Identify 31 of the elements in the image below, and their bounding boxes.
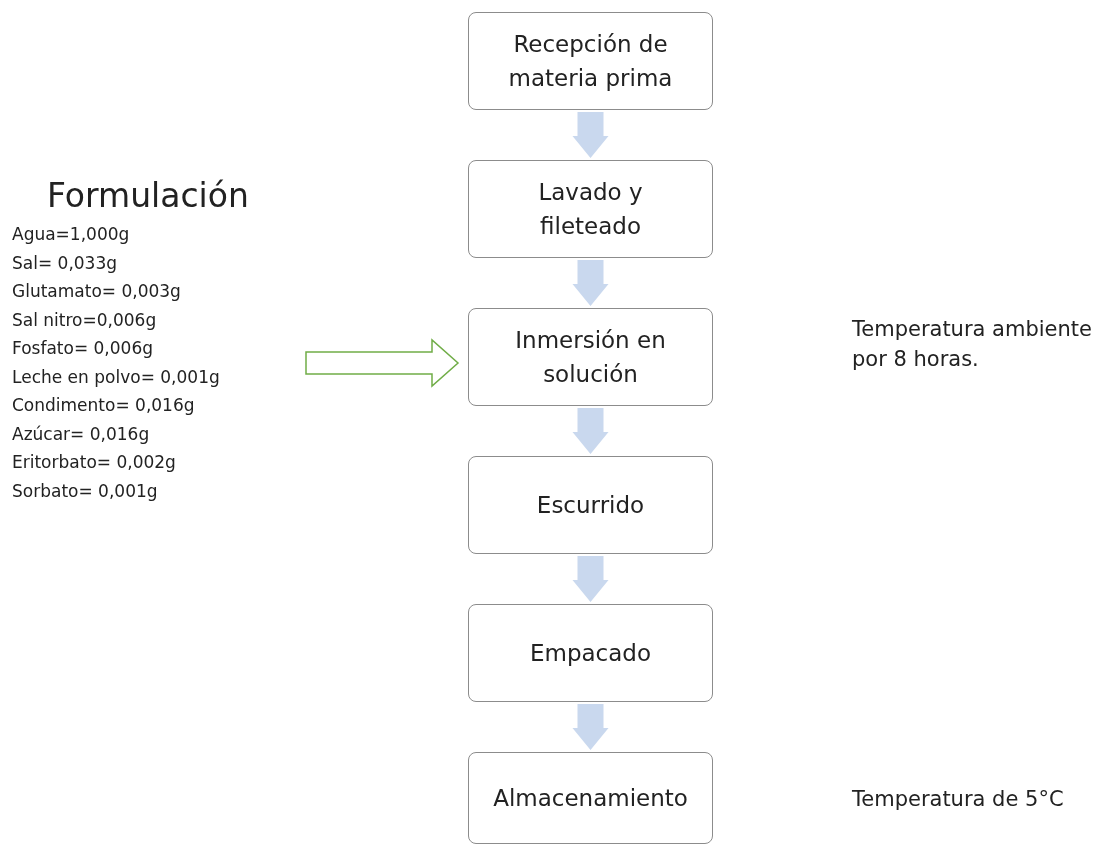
step-label: Escurrido <box>535 491 646 520</box>
step-label: Empacado <box>528 639 652 668</box>
process-box <box>468 456 713 554</box>
arrow <box>572 408 609 454</box>
condition-note: Temperatura ambiente por 8 horas. <box>852 316 1092 373</box>
step-label: Almacenamiento <box>492 784 689 813</box>
ingredient-text: Glutamato= 0,003g <box>12 280 182 303</box>
ingredient-text: Sorbato= 0,001g <box>12 479 159 503</box>
ingredient-text: Fosfato= 0,006g <box>12 337 154 360</box>
ingredient-text: Azúcar= 0,016g <box>12 422 151 446</box>
step-label: Inmersión en solución <box>514 326 667 389</box>
ingredient-text: Condimento= 0,016g <box>12 394 196 417</box>
arrow <box>572 112 609 158</box>
arrow <box>572 260 609 306</box>
ingredient-text: Sal= 0,033g <box>12 251 119 275</box>
ingredient-text: Eritorbato= 0,002g <box>12 451 177 474</box>
arrow <box>572 704 609 750</box>
arrow <box>572 556 609 602</box>
process-box <box>468 604 713 702</box>
step-label: Lavado y fileteado <box>537 178 644 241</box>
condition-note: Temperatura de 5°C <box>852 786 1065 813</box>
step-label: Recepción de materia prima <box>507 30 674 93</box>
process-box <box>468 12 713 110</box>
process-box <box>468 308 713 406</box>
ingredient-text: Sal nitro=0,006g <box>12 308 158 332</box>
ingredient-text: Agua=1,000g <box>12 223 131 246</box>
ingredient-text: Leche en polvo= 0,001g <box>12 365 221 389</box>
formulation-heading: Formulación <box>47 176 250 216</box>
arrow <box>305 338 460 388</box>
process-box <box>468 160 713 258</box>
process-box <box>468 752 713 844</box>
